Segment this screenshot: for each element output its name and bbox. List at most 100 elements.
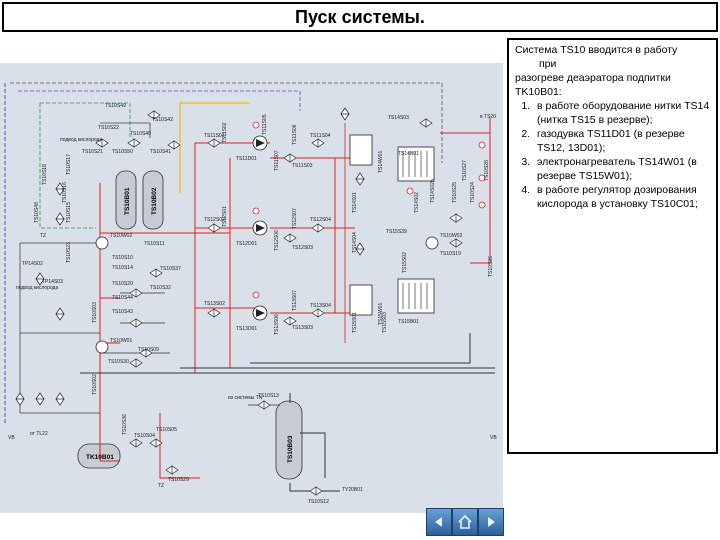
svg-text:TS14S04: TS14S04 — [352, 232, 358, 253]
oxygen-feed-label-2: подвод кислорода — [16, 285, 58, 291]
svg-text:TS10S23: TS10S23 — [66, 242, 72, 263]
vb-label-2: VB — [490, 435, 497, 441]
svg-text:TS11S02: TS11S02 — [222, 122, 228, 143]
heater-ts15b01-label: TS15B01 — [398, 319, 419, 325]
svg-text:TS10S28: TS10S28 — [484, 160, 490, 181]
heater-ts14b01-coils — [402, 151, 428, 177]
svg-text:TS15S39: TS15S39 — [386, 229, 407, 235]
svg-text:TS11S05: TS11S05 — [262, 114, 268, 135]
slide-title: Пуск системы. — [2, 2, 718, 32]
panel-list-item: в работе оборудование нитки TS14 (нитка … — [533, 99, 710, 127]
arrow-right-icon — [488, 517, 495, 527]
red-pipe-right — [470, 118, 491, 264]
svg-text:TS10S19: TS10S19 — [440, 251, 461, 257]
svg-text:TS10S32: TS10S32 — [150, 285, 171, 291]
blue-dashed-top — [18, 90, 301, 111]
svg-text:TS10S40: TS10S40 — [130, 131, 151, 137]
svg-text:TS10S18: TS10S18 — [42, 164, 48, 185]
panel-intro-line-2: при — [539, 58, 557, 70]
svg-text:TS11S01: TS11S01 — [204, 133, 225, 139]
home-button[interactable] — [452, 508, 478, 536]
svg-text:TS10S42: TS10S42 — [152, 117, 173, 123]
tank-ts10b02-label: TS10B02 — [151, 187, 158, 215]
svg-text:TS10S05: TS10S05 — [156, 427, 177, 433]
tl22-label: от TL22 — [30, 431, 48, 437]
panel-list-item: электронагреватель TS14W01 (в резерве TS… — [533, 155, 710, 183]
svg-text:TS14S02b: TS14S02b — [430, 179, 436, 203]
svg-text:TS10S03: TS10S03 — [92, 302, 98, 323]
red-pipe-left — [99, 183, 230, 462]
tank-tk10b01 — [77, 443, 121, 469]
ts20-label: в TS20 — [480, 114, 496, 120]
svg-text:TS12S02: TS12S02 — [204, 217, 225, 223]
gray-line-1 — [100, 122, 151, 138]
svg-text:TS10S27: TS10S27 — [462, 160, 468, 181]
svg-text:TS13S02: TS13S02 — [204, 301, 225, 307]
svg-text:TS10S30: TS10S30 — [108, 359, 129, 365]
oxygen-feed-label-1: подвод кислорода — [60, 137, 102, 143]
svg-text:TS10S16: TS10S16 — [62, 182, 68, 203]
exchanger-ts10w03-label: TS10W03 — [440, 233, 462, 239]
svg-text:TS13S04: TS13S04 — [310, 303, 331, 309]
panel-intro-line-3: разогреве деаэратора подпитки — [515, 72, 671, 84]
tank-ts10b03 — [275, 400, 303, 480]
outer-dashed-line — [10, 82, 443, 163]
tank-ts10b01-label: TS10B01 — [124, 187, 131, 215]
tz-label-1: TZ — [40, 233, 46, 239]
svg-text:TS10S11: TS10S11 — [144, 241, 165, 247]
pump-ts12d01-label: TS12D01 — [236, 241, 257, 247]
svg-text:TS12S01: TS12S01 — [222, 206, 228, 227]
exchanger-ts10w01 — [95, 340, 109, 354]
panel-list-item: в работе регулятор дозирования кислорода… — [533, 183, 710, 211]
svg-text:TS10S37: TS10S37 — [160, 266, 181, 272]
pump-ts11d01-label: TS11D01 — [236, 156, 257, 162]
svg-text:TS11S07: TS11S07 — [274, 150, 280, 171]
svg-text:TS10S17: TS10S17 — [66, 154, 72, 175]
svg-text:TS13S07: TS13S07 — [292, 290, 298, 311]
vb-label-1: VB — [8, 435, 15, 441]
svg-text:TS13S03: TS13S03 — [292, 325, 313, 331]
heater-ts15w01 — [349, 284, 373, 316]
ty20b01-label: TY20B01 — [342, 487, 363, 493]
panel-list-item: газодувка TS11D01 (в резерве TS12, 13D01… — [533, 127, 710, 155]
svg-text:TS10S29: TS10S29 — [168, 477, 189, 483]
svg-text:TS12S04: TS12S04 — [310, 217, 331, 223]
tank-ts10b02 — [142, 170, 164, 230]
svg-text:TS10S20: TS10S20 — [112, 281, 133, 287]
valve-symbols — [15, 107, 463, 496]
svg-text:TS14S01: TS14S01 — [352, 192, 358, 213]
yellow-line — [179, 102, 250, 193]
red-pipe-bottom — [159, 413, 200, 479]
heater-ts15b01 — [397, 278, 435, 314]
green-dashed-top — [40, 102, 131, 138]
svg-text:TP14S02: TP14S02 — [22, 261, 43, 267]
svg-text:TS10S48: TS10S48 — [34, 202, 40, 223]
svg-text:TS10S25: TS10S25 — [452, 182, 458, 203]
exchanger-ts10w02-label: TS10W02 — [110, 233, 132, 239]
svg-text:TS12S06: TS12S06 — [274, 230, 280, 251]
home-icon — [458, 514, 472, 529]
valve-labels: TS10S49 TS10S22 TS10S40 TS10S42 TS10S21 … — [22, 103, 494, 505]
exchanger-ts10w03 — [425, 236, 439, 250]
next-slide-button[interactable] — [478, 508, 504, 536]
pump-ts13d01-label: TS13D01 — [236, 326, 257, 332]
process-flow-diagram: TS10B01 TS10B02 TS10B03 TK10B01 TS11D01 … — [0, 63, 503, 513]
svg-text:TS10S41: TS10S41 — [150, 149, 171, 155]
svg-text:TS14S02: TS14S02 — [414, 192, 420, 213]
diagram-canvas: TS10B01 TS10B02 TS10B03 TK10B01 TS11D01 … — [4, 82, 497, 505]
tz-label-2: TZ — [158, 483, 164, 489]
prev-slide-button[interactable] — [426, 508, 452, 536]
tank-ts10b03-label: TS10B03 — [287, 435, 294, 463]
black-pipe-ts10b03 — [289, 393, 340, 492]
svg-text:TS10S21: TS10S21 — [82, 149, 103, 155]
svg-text:TS10S02: TS10S02 — [92, 374, 98, 395]
svg-text:TS11S03: TS11S03 — [292, 163, 313, 169]
svg-text:TS10S12: TS10S12 — [308, 499, 329, 505]
svg-text:TS11S04: TS11S04 — [310, 133, 331, 139]
heater-ts14w01 — [349, 134, 373, 166]
svg-text:TS10S04: TS10S04 — [134, 433, 155, 439]
red-pipe-outlets — [270, 157, 355, 314]
from-system-tn-label: из системы TN — [228, 395, 263, 401]
svg-text:TS10S36: TS10S36 — [122, 414, 128, 435]
exchanger-ts10w01-label: TS10W01 — [110, 338, 132, 344]
